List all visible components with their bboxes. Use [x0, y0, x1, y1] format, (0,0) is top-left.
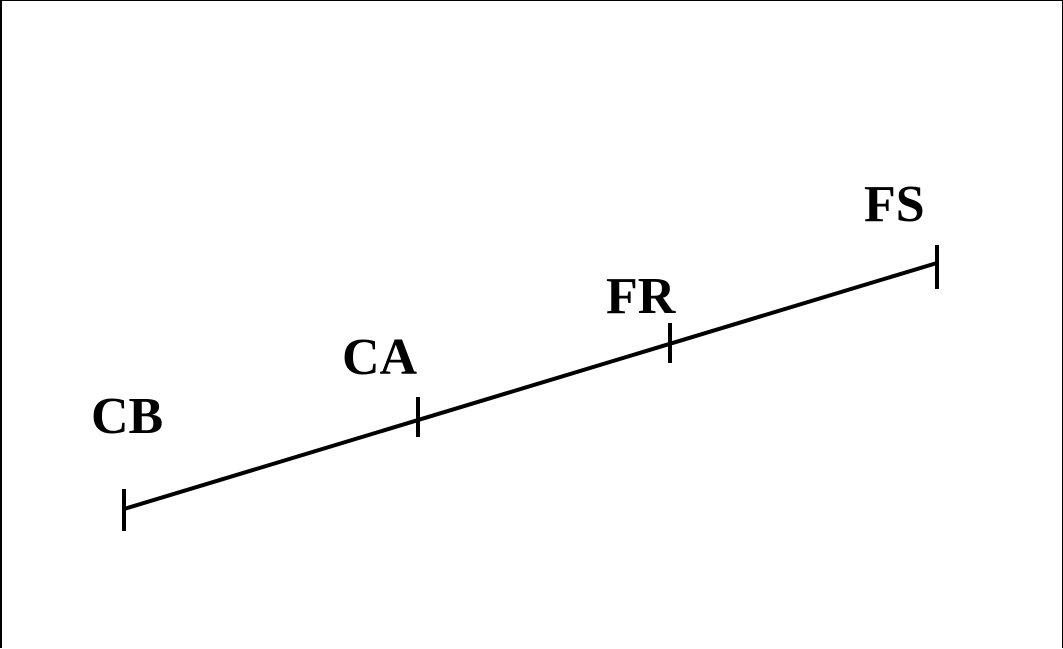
label-cb: CB — [91, 388, 163, 445]
label-fr: FR — [606, 268, 677, 325]
label-ca: CA — [342, 329, 418, 386]
scale-line — [123, 261, 938, 511]
label-fs: FS — [864, 176, 925, 233]
